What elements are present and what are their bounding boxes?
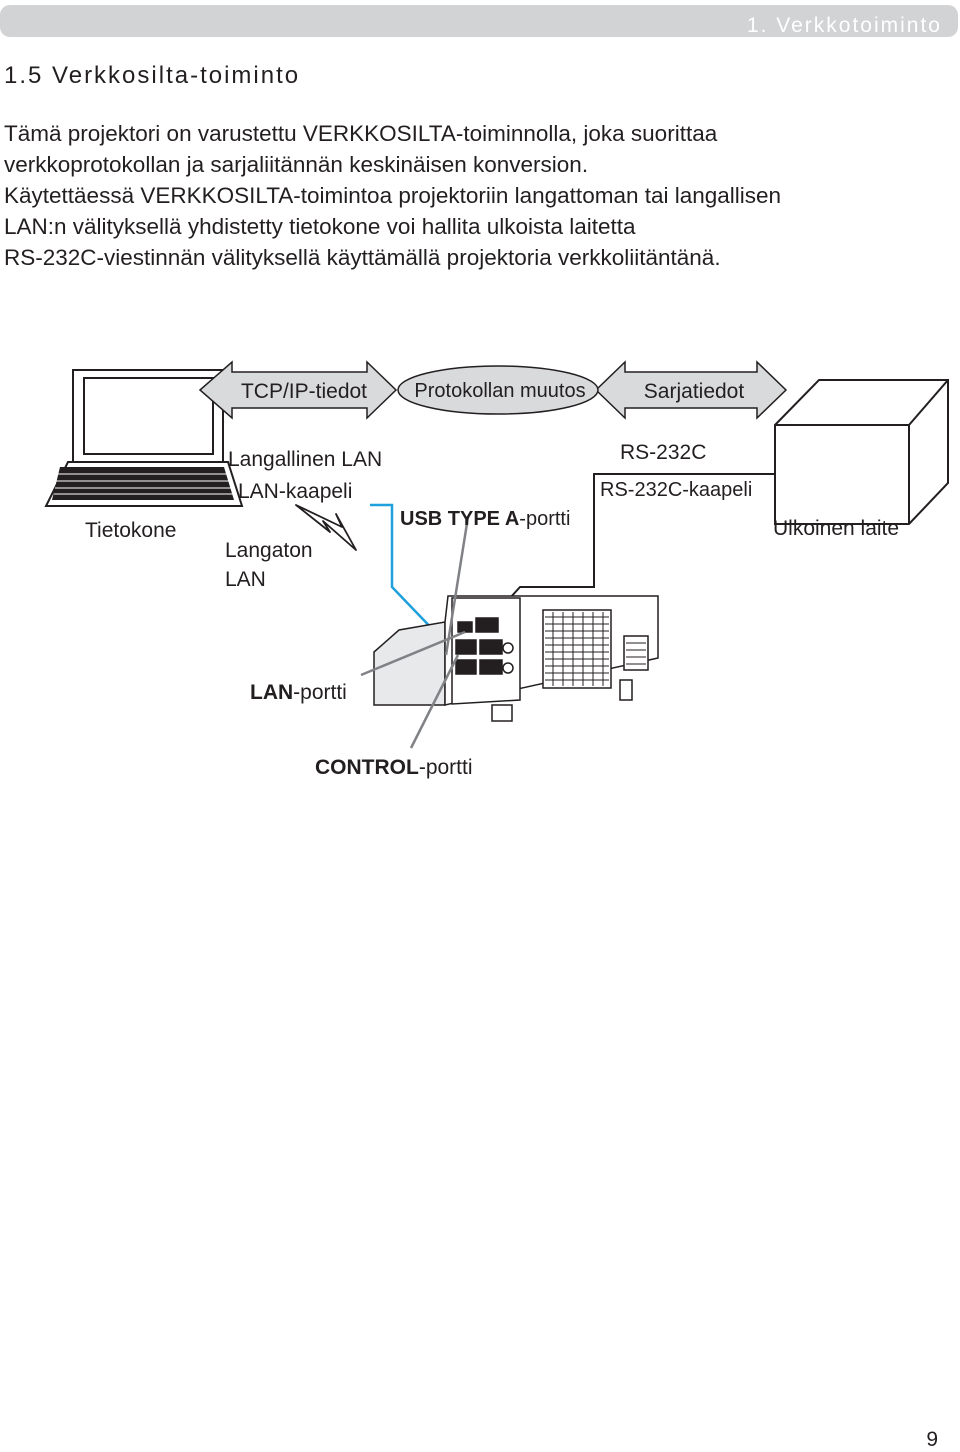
data-flow-arrow [198, 360, 788, 420]
external-device-box [774, 379, 949, 525]
paragraph-line: Tämä projektori on varustettu VERKKOSILT… [4, 121, 718, 146]
chapter-header-bar: 1. Verkkotoiminto [0, 5, 958, 37]
usb-port-label-rest: -portti [519, 508, 570, 530]
external-device-label: Ulkoinen laite [773, 517, 899, 540]
serial-data-label: Sarjatiedot [644, 380, 745, 403]
paragraph-line: Käytettäessä VERKKOSILTA-toimintoa proje… [4, 183, 782, 208]
rs232c-label: RS-232C [620, 441, 706, 464]
pointer-lines [360, 516, 470, 749]
paragraph-line: LAN:n välityksellä yhdistetty tietokone … [4, 214, 636, 239]
tcp-ip-label: TCP/IP-tiedot [241, 380, 367, 403]
wireless-lan-label-line2: LAN [225, 568, 266, 591]
projector-illustration [373, 595, 659, 722]
control-port-label: CONTROL-portti [315, 756, 473, 779]
usb-port-label-bold: USB TYPE A [400, 508, 519, 530]
lan-port-label: LAN-portti [250, 681, 347, 704]
lan-port-label-bold: LAN [250, 681, 293, 704]
computer-label: Tietokone [85, 519, 176, 542]
protocol-conversion-label: Protokollan muutos [414, 380, 585, 402]
paragraph-line: RS-232C-viestinnän välityksellä käyttämä… [4, 245, 721, 270]
rs232c-cable-label: RS-232C-kaapeli [600, 479, 752, 501]
intro-paragraph: Tämä projektori on varustettu VERKKOSILT… [4, 118, 954, 273]
section-title: 1.5 Verkkosilta-toiminto [4, 62, 301, 89]
usb-port-label: USB TYPE A-portti [400, 508, 570, 530]
control-port-label-rest: -portti [419, 756, 473, 779]
wired-lan-label: Langallinen LAN [228, 448, 382, 471]
lan-cable-label: LAN-kaapeli [238, 480, 352, 503]
laptop-illustration [44, 369, 244, 507]
lan-port-label-rest: -portti [293, 681, 347, 704]
page-number: 9 [926, 1428, 938, 1451]
chapter-title: 1. Verkkotoiminto [746, 14, 942, 37]
wireless-lan-label-line1: Langaton [225, 539, 313, 562]
control-port-label-bold: CONTROL [315, 756, 419, 779]
paragraph-line: verkkoprotokollan ja sarjaliitännän kesk… [4, 152, 589, 177]
wireless-lightning-icon [295, 504, 357, 551]
network-bridge-diagram: TCP/IP-tiedot Protokollan muutos Sarjati… [44, 360, 949, 779]
